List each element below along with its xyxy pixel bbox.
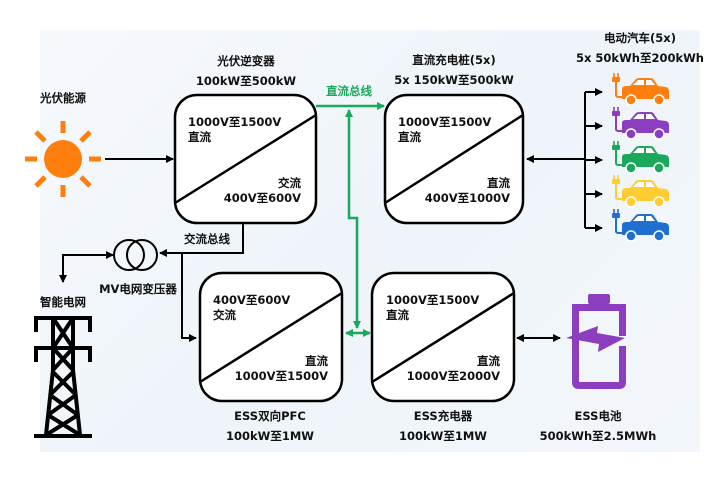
ev-branches xyxy=(585,88,603,232)
pv-inverter-in-type: 直流 xyxy=(188,130,211,144)
ac-bus-label: 交流总线 xyxy=(184,232,230,246)
dc-charger-block: 直流充电桩(5x) 5x 150kW至500kW 1000V至1500V 直流 … xyxy=(383,53,525,225)
battery-charging-icon xyxy=(566,294,626,389)
ev-title: 电动汽车(5x) xyxy=(604,31,676,45)
dc-charger-in-voltage: 1000V至1500V xyxy=(398,115,491,129)
electric-car-icon xyxy=(611,106,670,140)
electric-car-icon xyxy=(611,72,670,106)
dc-charger-rating: 5x 150kW至500kW xyxy=(394,73,514,87)
ess-pfc-rating: 100kW至1MW xyxy=(226,429,314,443)
ess-charger-title: ESS充电器 xyxy=(414,409,473,423)
transformer-to-grid-arrow xyxy=(59,251,114,283)
electric-car-icon xyxy=(611,174,670,208)
ess-battery-rating: 500kWh至2.5MWh xyxy=(540,429,657,443)
ess-charger-out-voltage: 1000V至2000V xyxy=(407,369,500,383)
ev-cars xyxy=(611,72,670,242)
ac-bus-to-transformer xyxy=(159,223,244,257)
dc-charger-out-type: 直流 xyxy=(487,176,510,190)
power-tower-icon xyxy=(34,316,92,438)
ess-charger-rating: 100kW至1MW xyxy=(399,429,487,443)
ess-charger-in-type: 直流 xyxy=(386,308,409,322)
ess-pfc-block: 400V至600V 交流 直流 1000V至1500V ESS双向PFC 100… xyxy=(198,271,344,443)
dc-charger-title: 直流充电桩(5x) xyxy=(412,53,495,67)
pv-inverter-title: 光伏逆变器 xyxy=(216,54,275,68)
pv-inverter-out-voltage: 400V至600V xyxy=(224,191,301,205)
diagram-background xyxy=(40,30,700,452)
ess-battery-title: ESS电池 xyxy=(575,409,622,423)
ess-pfc-out-voltage: 1000V至1500V xyxy=(235,369,328,383)
ess-charger-out-type: 直流 xyxy=(477,354,500,368)
electric-car-icon xyxy=(611,140,670,174)
pv-inverter-rating: 100kW至500kW xyxy=(196,74,296,88)
ess-charger-block: 1000V至1500V 直流 直流 1000V至2000V ESS充电器 100… xyxy=(370,271,516,443)
smart-grid-label: 智能电网 xyxy=(40,295,86,309)
ess-pfc-in-type: 交流 xyxy=(213,308,236,322)
ac-bus-to-pfc xyxy=(181,253,197,342)
ev-rating: 5x 50kWh至200kWh xyxy=(576,51,704,65)
sun-icon xyxy=(25,121,101,197)
ess-charger-in-voltage: 1000V至1500V xyxy=(386,293,479,307)
pv-inverter-in-voltage: 1000V至1500V xyxy=(188,115,281,129)
ess-pfc-in-voltage: 400V至600V xyxy=(213,293,290,307)
dc-bus-label: 直流总线 xyxy=(326,84,372,98)
pv-inverter-out-type: 交流 xyxy=(278,176,301,190)
pv-inverter-block: 光伏逆变器 100kW至500kW 1000V至1500V 直流 交流 400V… xyxy=(173,54,318,225)
dc-charger-out-voltage: 400V至1000V xyxy=(425,191,510,205)
ess-pfc-title: ESS双向PFC xyxy=(234,409,306,423)
dc-bus-vertical xyxy=(345,109,361,329)
pv-source-title: 光伏能源 xyxy=(39,91,86,105)
electric-car-icon xyxy=(611,208,670,242)
transformer-icon xyxy=(113,239,158,271)
dc-charger-in-type: 直流 xyxy=(398,130,421,144)
transformer-label: MV电网变压器 xyxy=(99,282,177,296)
ess-pfc-out-type: 直流 xyxy=(305,354,328,368)
